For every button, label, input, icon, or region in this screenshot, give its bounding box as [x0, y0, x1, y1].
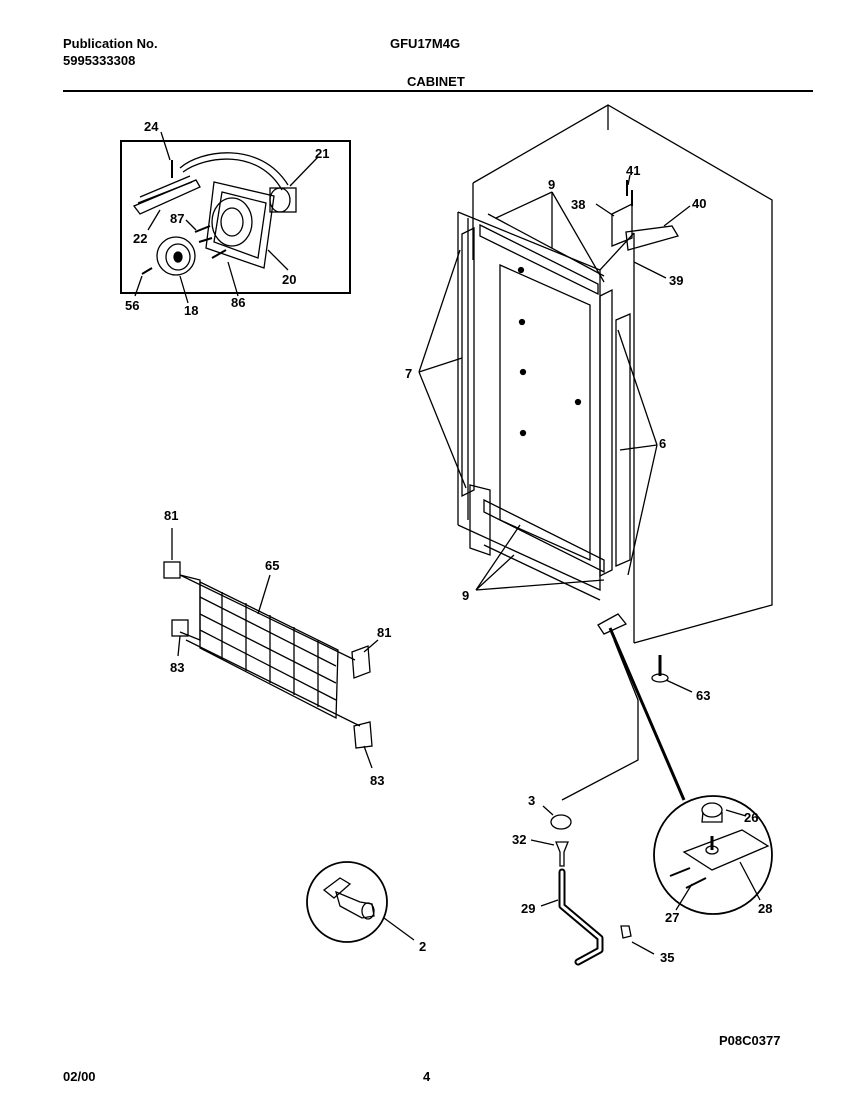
callout-83-bottom: 83	[370, 773, 384, 788]
callout-86: 86	[231, 295, 245, 310]
callout-41: 41	[626, 163, 640, 178]
callout-32: 32	[512, 832, 526, 847]
callout-81-top: 81	[164, 508, 178, 523]
callout-38: 38	[571, 197, 585, 212]
callout-27: 27	[665, 910, 679, 925]
page-number: 4	[423, 1069, 431, 1084]
callout-3: 3	[528, 793, 535, 808]
cabinet-body	[418, 104, 773, 644]
callout-22: 22	[133, 231, 147, 246]
publication-date: 02/00	[63, 1069, 96, 1084]
callout-6: 6	[659, 436, 666, 451]
drawing-code: P08C0377	[719, 1033, 781, 1048]
callout-21: 21	[315, 146, 329, 161]
callout-9-top: 9	[548, 177, 555, 192]
callout-39: 39	[669, 273, 683, 288]
wire-shelf	[163, 528, 379, 769]
callout-26: 26	[744, 810, 758, 825]
model-number: GFU17M4G	[390, 36, 461, 51]
callout-87: 87	[170, 211, 184, 226]
callout-9-bottom: 9	[462, 588, 469, 603]
drain-assembly	[530, 627, 686, 966]
callout-29: 29	[521, 901, 535, 916]
callout-7: 7	[405, 366, 412, 381]
callout-83-left: 83	[170, 660, 184, 675]
callout-24: 24	[144, 119, 159, 134]
callout-40: 40	[692, 196, 706, 211]
callout-18: 18	[184, 303, 198, 318]
callout-63: 63	[696, 688, 710, 703]
fitting-detail-inset	[306, 861, 415, 943]
callout-20: 20	[282, 272, 296, 287]
callout-28: 28	[758, 901, 772, 916]
hinge-detail-inset	[653, 795, 773, 915]
section-title: CABINET	[407, 74, 465, 89]
callout-35: 35	[660, 950, 674, 965]
callout-2: 2	[419, 939, 426, 954]
publication-label: Publication No.	[63, 36, 158, 51]
publication-number: 5995333308	[63, 53, 136, 68]
header-rule	[63, 90, 813, 92]
callout-56: 56	[125, 298, 139, 313]
leveling-leg	[651, 655, 693, 693]
fan-motor-inset	[120, 131, 351, 304]
callout-81-right: 81	[377, 625, 391, 640]
callout-65: 65	[265, 558, 279, 573]
